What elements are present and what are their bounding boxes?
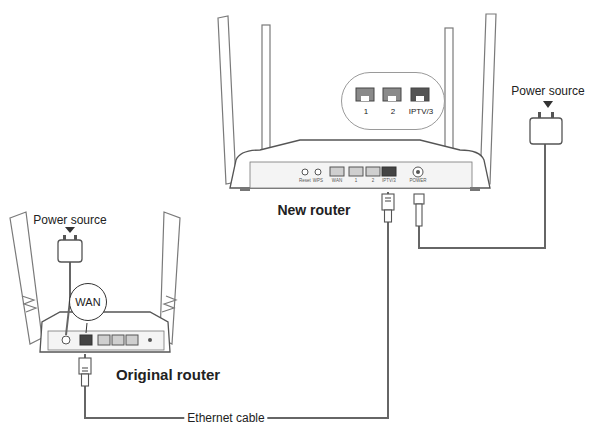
port-label: WAN [75,296,100,309]
power-jack-pin [416,170,420,174]
router-housing [230,140,490,188]
adapter-body [530,118,562,144]
port-icons [341,72,445,130]
pointer-arrow [543,101,553,108]
lan-port [112,335,124,345]
wan-port [330,167,344,176]
wps-button [315,169,321,175]
ethernet-cable [85,192,388,418]
router-node: New router [228,138,490,192]
adapter-prong [74,235,77,240]
port-icon [383,88,401,101]
adapter-prong [551,112,554,118]
port-icon [356,88,374,101]
back-panel [250,162,472,188]
lan-port [126,335,138,345]
power-jack [413,167,423,177]
plug-boot [416,204,422,226]
iptv-port [382,167,396,176]
port-notch [416,96,424,101]
leader-line [86,323,87,333]
antenna [10,212,42,344]
port-zoom-callout: 1 2 IPTV/3 [341,72,445,130]
reset-button [302,169,308,175]
lan-port [349,167,363,176]
plug-contacts [82,367,88,368]
port-marking: 2 [372,179,375,184]
port-marking: WAN [332,179,342,184]
adapter-prong [538,112,541,118]
port-icon [411,88,429,101]
port-marking: IPTV/3 [382,179,396,184]
cable-label: Ethernet cable [184,411,267,425]
wan-port [80,335,92,345]
port-marking: 1 [355,179,358,184]
pointer-arrow [65,227,75,233]
power-cable [419,144,545,248]
antenna-hinge [162,296,176,312]
router-name: Original router [116,366,220,383]
button [148,338,152,342]
plug-contacts [82,370,88,371]
antenna [218,16,236,184]
plug-contacts [385,197,391,198]
antenna [262,25,270,160]
router-housing [40,312,170,352]
router-node: Original router [40,312,172,354]
port-label: 2 [391,107,395,116]
lan-port [98,335,110,345]
plug-boot [82,374,89,386]
callout-label: Power source [33,214,106,227]
plug-head [382,194,394,210]
port-notch [361,96,369,101]
power-plug [414,194,424,226]
callout-label: Power source [511,85,584,98]
lan-port [366,167,380,176]
power-jack [62,336,70,344]
plug-head [414,194,424,204]
router-name: New router [277,202,350,218]
antenna-hinge [22,296,36,312]
new-router-body [230,140,490,191]
port-notch [388,96,396,101]
original-router-body [40,312,170,352]
plug-contacts [385,200,391,201]
antenna [445,28,453,158]
port-marking: WPS [313,179,323,184]
port-marking: Reset [299,179,311,184]
router-foot [240,187,250,191]
adapter-body [58,240,82,262]
plug-head [79,358,91,374]
port-label: IPTV/3 [409,107,433,116]
port-label: 1 [364,107,368,116]
ethernet-plug [79,358,91,386]
router-foot [470,187,480,191]
port-marking: POWER [409,179,426,184]
ethernet-plug [382,194,394,222]
adapter-prong [63,235,66,240]
port-callout-circle: WAN [69,283,107,321]
plug-boot [385,210,392,222]
power-adapter [530,101,562,144]
